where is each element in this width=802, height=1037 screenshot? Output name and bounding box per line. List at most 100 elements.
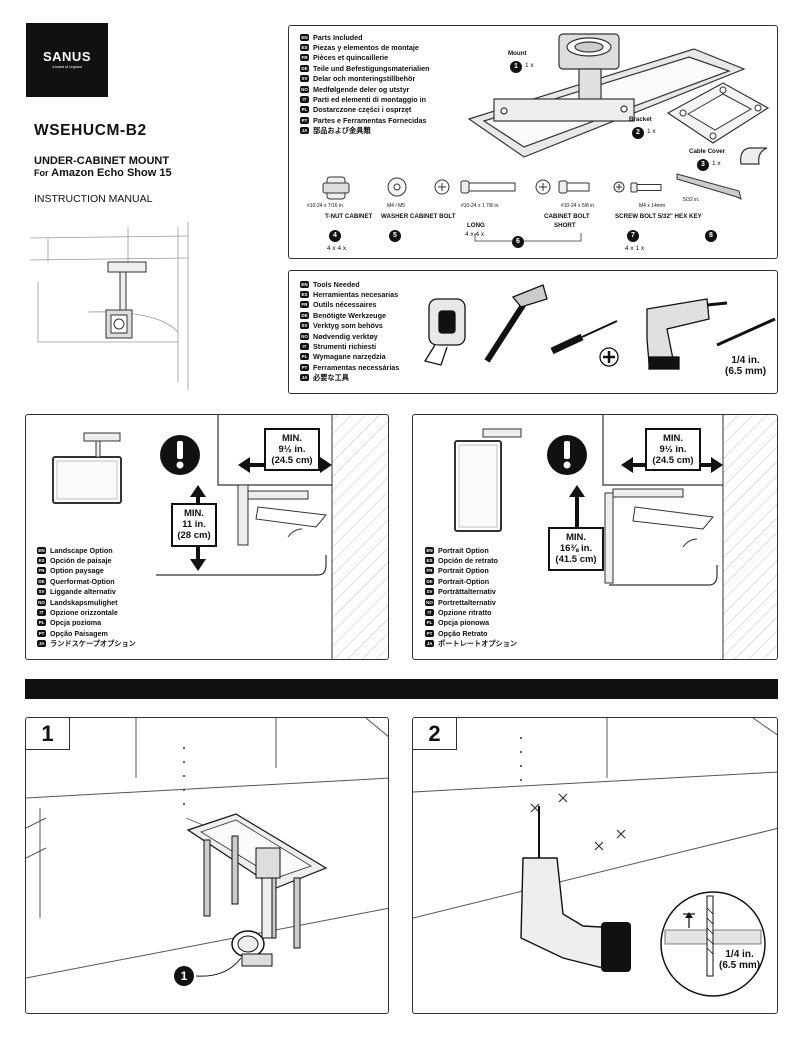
language-code-badge: SV [37, 588, 46, 596]
mount-qty: 1 x [525, 62, 534, 69]
language-text: Parts Included [313, 32, 363, 42]
step-1-illustration [26, 718, 388, 979]
language-text: Liggande alternativ [50, 587, 116, 597]
language-row: PL Opcja pionowa [425, 618, 517, 628]
language-code-badge: JA [425, 640, 434, 648]
language-text: ランドスケープオプション [50, 638, 136, 648]
landscape-min-down-l3: (28 cm) [177, 530, 211, 541]
language-text: Landscape Option [50, 545, 113, 555]
bracket-qty: 1 x [647, 128, 656, 135]
language-code-badge: JA [37, 640, 46, 648]
step-2-drill-line1: 1/4 in. [725, 949, 754, 960]
language-code-badge: EN [300, 33, 309, 41]
portrait-min-down-l3: (41.5 cm) [555, 554, 597, 565]
language-row: EN Portrait Option [425, 545, 517, 555]
portrait-option-panel: MIN. 9½ in. (24.5 cm) MIN. 16⅜ in. (41.5… [412, 414, 778, 660]
bracket-badge: 2 [632, 127, 644, 139]
screw-bolt-badge: 7 [627, 230, 639, 242]
language-code-badge: FR [300, 301, 309, 309]
language-code-badge: PL [300, 353, 309, 361]
portrait-min-down-l1: MIN. [565, 532, 587, 543]
language-text: Delar och monteringstillbehör [313, 74, 416, 84]
language-code-badge: EN [425, 546, 434, 554]
language-text: Opcja pozioma [50, 618, 102, 628]
bolt-badge: 6 [512, 236, 524, 248]
drill-bit-line2: (6.5 mm) [725, 366, 767, 377]
language-text: Portrettalternativ [438, 597, 496, 607]
language-text: Strumenti richiesti [313, 342, 377, 352]
washer-size: M4 / M5 [387, 203, 406, 209]
language-text: Querformat-Option [50, 576, 115, 586]
drill-bit-size: 1/4 in. (6.5 mm) [725, 355, 766, 377]
bolt-long-size: #10-24 x 1 7/8 in. [461, 203, 500, 209]
language-row: IT Strumenti richiesti [300, 341, 399, 351]
language-row: EN Parts Included [300, 32, 430, 42]
language-text: Opción de paisaje [50, 556, 112, 566]
bolt-short-label2: SHORT [554, 222, 576, 229]
bolt-long-label: LONG [467, 222, 485, 229]
washer-badge: 5 [389, 230, 401, 242]
language-text: Ferramentas necessárias [313, 362, 400, 372]
language-code-badge: PL [300, 106, 309, 114]
language-row: PL Dostarczone części i osprzęt [300, 105, 430, 115]
step-1-panel: 1 1 [25, 717, 389, 1014]
language-code-badge: NO [300, 85, 309, 93]
section-divider-bar [25, 679, 778, 699]
landscape-illustration [52, 415, 388, 659]
language-code-badge: FR [37, 567, 46, 575]
language-code-badge: IT [300, 343, 309, 351]
language-text: Outils nécessaires [313, 300, 377, 310]
language-row: JA ランドスケープオプション [37, 639, 136, 649]
language-code-badge: ES [37, 557, 46, 565]
language-text: Portrait Option [438, 566, 489, 576]
brand-tagline: a brand of Legrand [52, 65, 82, 69]
language-text: Portrait Option [438, 545, 489, 555]
landscape-min-side: MIN. 9½ in. (24.5 cm) [264, 428, 320, 471]
language-code-badge: DE [425, 577, 434, 585]
language-code-badge: PT [37, 629, 46, 637]
hardware-illustrations [322, 173, 742, 200]
language-text: Herramientas necesarias [313, 290, 399, 300]
step-2-number: 2 [413, 718, 457, 750]
landscape-min-down-l2: 11 in. [182, 519, 206, 530]
product-title: UNDER-CABINET MOUNT For Amazon Echo Show… [34, 155, 172, 179]
washer-label: WASHER CABINET BOLT [381, 213, 456, 220]
portrait-min-down-l2: 16⅜ in. [559, 543, 593, 554]
language-code-badge: SV [425, 588, 434, 596]
language-code-badge: JA [300, 374, 309, 382]
tnut-badge: 4 [329, 230, 341, 242]
cable-cover-badge: 3 [697, 159, 709, 171]
language-code-badge: DE [300, 311, 309, 319]
tnut-size: #10-24 x 7/16 in. [307, 203, 345, 209]
language-code-badge: PL [425, 619, 434, 627]
landscape-min-side-l3: (24.5 cm) [271, 455, 313, 466]
landscape-min-side-l2: 9½ in. [278, 444, 306, 455]
language-text: Dostarczone części i osprzęt [313, 105, 412, 115]
step-1-callout: 1 [174, 966, 194, 986]
landscape-min-down: MIN. 11 in. (28 cm) [171, 503, 217, 547]
mount-badge: 1 [510, 61, 522, 73]
language-text: Parti ed elementi di montaggio in [313, 95, 427, 105]
language-row: IT Parti ed elementi di montaggio in [300, 94, 430, 104]
language-code-badge: IT [300, 96, 309, 104]
landscape-min-down-l1: MIN. [183, 508, 205, 519]
language-text: Option paysage [50, 566, 104, 576]
bolt-short-label1: CABINET BOLT [544, 213, 590, 220]
language-code-badge: PL [37, 619, 46, 627]
portrait-min-side: MIN. 9½ in. (24.5 cm) [645, 428, 701, 471]
language-text: Opcja pionowa [438, 618, 490, 628]
